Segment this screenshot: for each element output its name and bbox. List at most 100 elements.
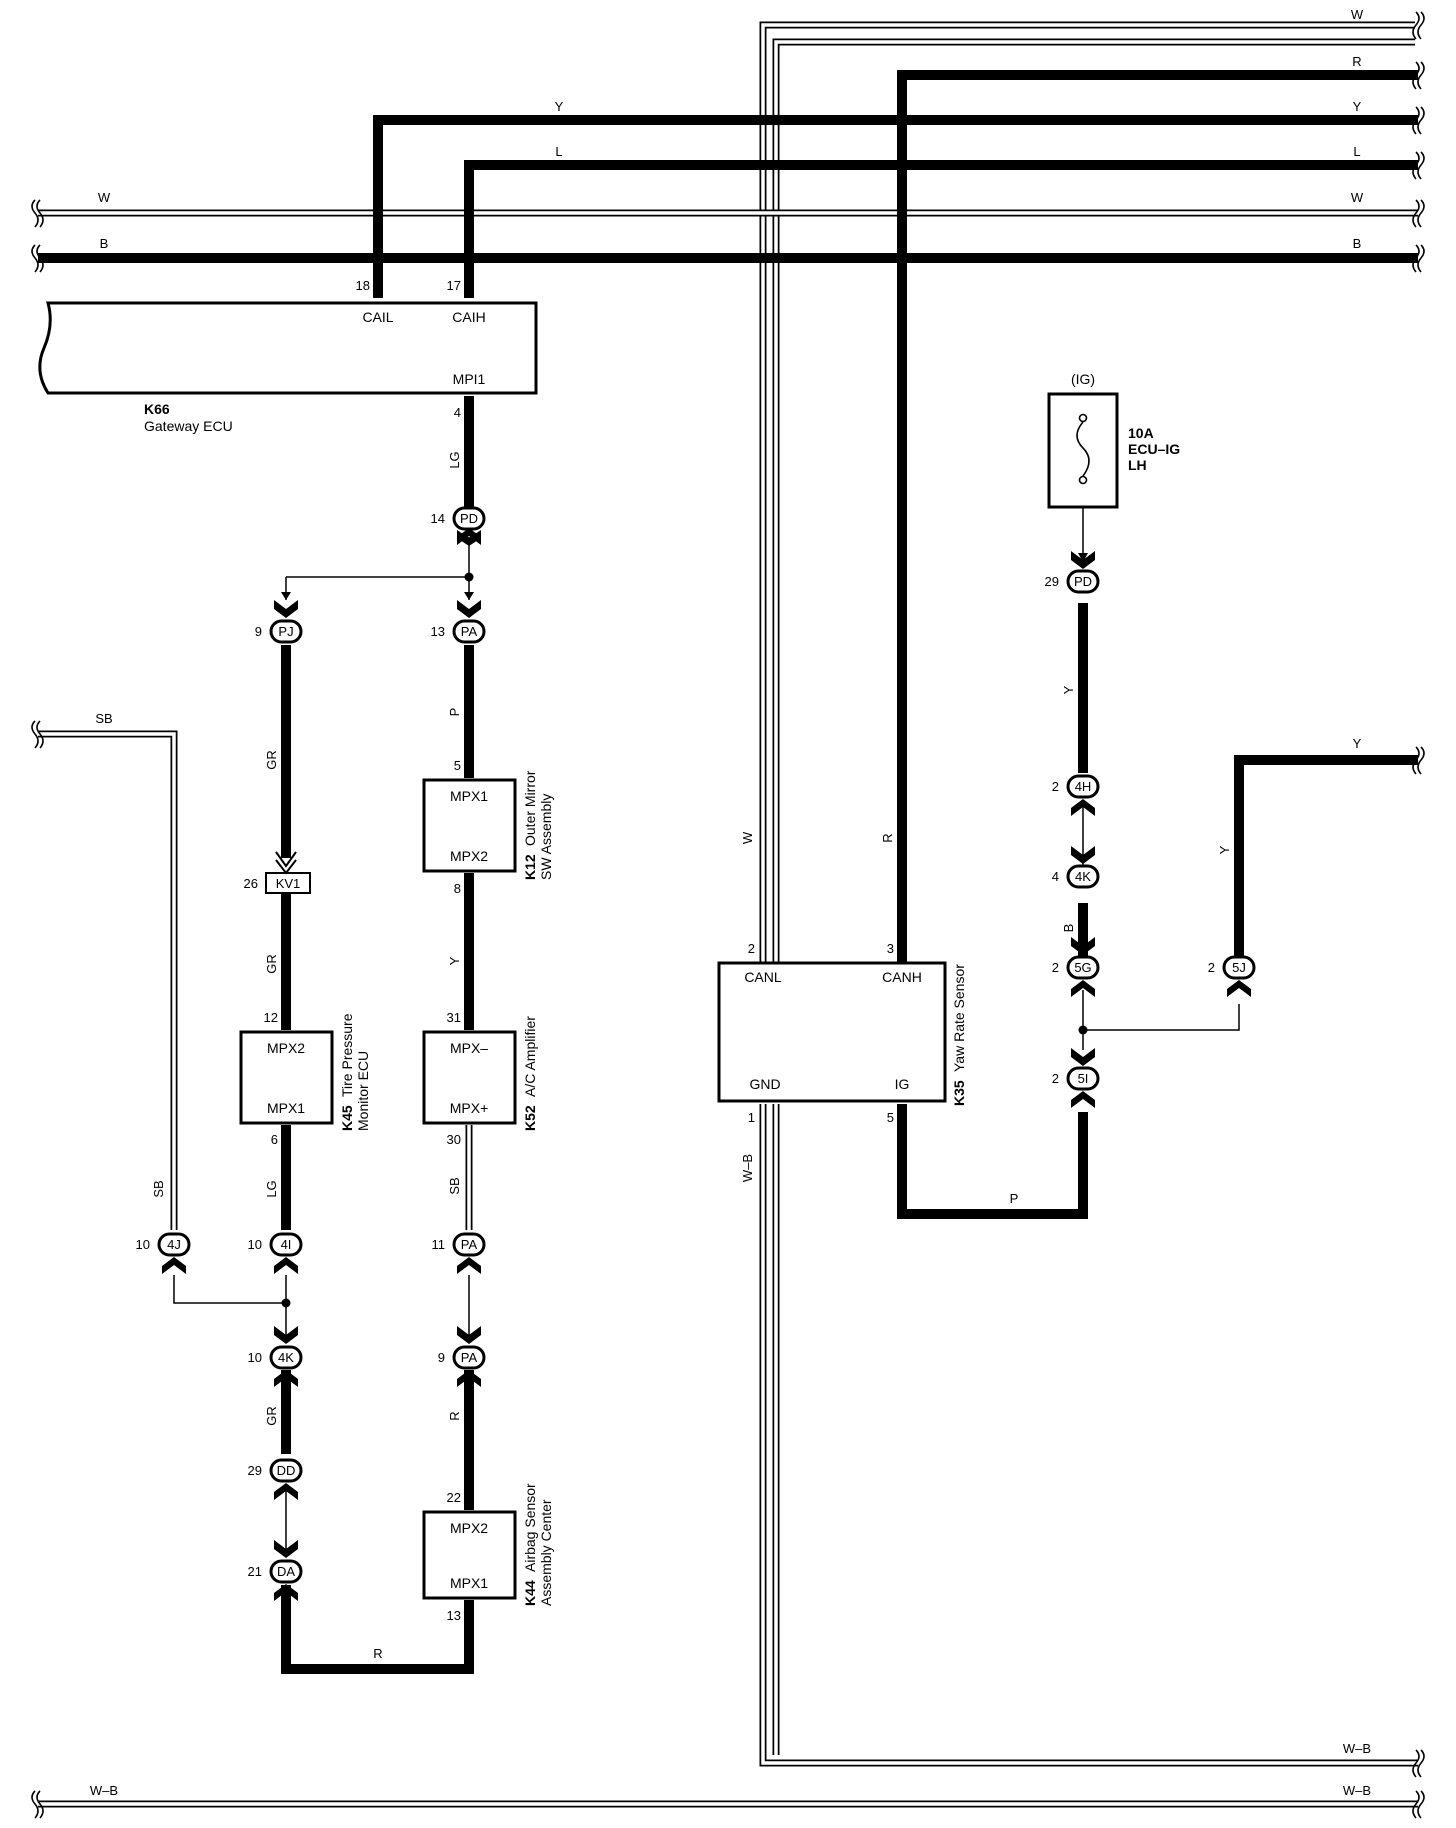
tire-pressure-ecu-box	[239, 1030, 334, 1125]
pin-number: 18	[356, 278, 370, 293]
wire-label: P	[447, 708, 462, 717]
signal-label: CAIH	[452, 309, 485, 325]
signal-label: MPX2	[450, 1520, 488, 1536]
wire-label: R	[880, 833, 895, 842]
signal-label: CANL	[744, 969, 782, 985]
connector-id: 4J	[167, 1237, 181, 1252]
connector-id: PA	[461, 1237, 478, 1252]
wire-label: B	[1353, 236, 1362, 251]
wire-top-y	[373, 115, 1418, 298]
wire-label: GR	[264, 954, 279, 974]
signal-label: MPX1	[450, 788, 488, 804]
component-name: Outer Mirror	[522, 770, 538, 846]
signal-label: MPX1	[267, 1100, 305, 1116]
component-id: K12	[522, 854, 538, 880]
wire-label: B	[1061, 924, 1076, 933]
component-name: A/C Amplifier	[522, 1016, 538, 1097]
connector-id: PJ	[278, 624, 293, 639]
connector-pin: 4	[1052, 869, 1059, 884]
connector-pin: 29	[1045, 574, 1059, 589]
junction-dot	[1078, 1025, 1088, 1035]
connector-dd-29	[269, 1458, 303, 1483]
wire-y-right	[1234, 755, 1418, 958]
fuse-icon	[1076, 413, 1090, 485]
connector-pa-11	[452, 1232, 486, 1257]
connector-id: 4K	[1075, 869, 1091, 884]
connector-pin: 29	[248, 1463, 262, 1478]
wire-label: L	[1353, 144, 1360, 159]
connector-pin: 10	[248, 1237, 262, 1252]
signal-label: MPX+	[450, 1100, 489, 1116]
wire-top-w	[759, 21, 1415, 970]
component-name: Tire Pressure	[339, 1013, 355, 1097]
wire-label: R	[373, 1646, 382, 1661]
fuse-rating: 10A	[1128, 425, 1154, 441]
wire-label: SB	[151, 1180, 166, 1197]
connector-pin: 9	[255, 624, 262, 639]
wire-label: Y	[555, 99, 564, 114]
pin-number: 22	[447, 1490, 461, 1505]
connector-pin: 2	[1052, 960, 1059, 975]
signal-label: MPI1	[453, 371, 486, 387]
signal-label: MPX2	[267, 1040, 305, 1056]
pin-number: 1	[748, 1110, 755, 1125]
component-id: K45	[339, 1105, 355, 1131]
wire-label: GR	[264, 1406, 279, 1426]
outer-mirror-sw-box	[422, 778, 517, 873]
wire-label: Y	[447, 956, 462, 965]
pin-number: 13	[447, 1608, 461, 1623]
wire-label: P	[1010, 1191, 1019, 1206]
wire-label: W–B	[1343, 1783, 1371, 1798]
wire-label: L	[555, 144, 562, 159]
fuse-name: LH	[1128, 457, 1147, 473]
wire-label: B	[100, 236, 109, 251]
component-name: Assembly Center	[538, 1499, 554, 1606]
connector-4h-2	[1066, 774, 1100, 799]
fuse-name: ECU–IG	[1128, 441, 1180, 457]
wire-label: Y	[1353, 99, 1362, 114]
connector-pin: 10	[248, 1350, 262, 1365]
connector-pin: 14	[431, 511, 445, 526]
connector-5i-2	[1066, 1066, 1100, 1091]
connector-pj-9	[269, 619, 303, 644]
fuse-source: (IG)	[1071, 371, 1095, 387]
connector-id: 4I	[281, 1237, 292, 1252]
connector-id: 5J	[1232, 960, 1246, 975]
connector-pin: 21	[248, 1564, 262, 1579]
connector-pd-29	[1066, 569, 1100, 594]
wire-label: W–B	[90, 1783, 118, 1798]
wire-top-r	[897, 70, 1418, 962]
connector-id: PD	[460, 511, 478, 526]
component-id: K52	[522, 1105, 538, 1131]
fuse-box	[1047, 392, 1119, 509]
connector-id: DA	[277, 1564, 295, 1579]
wire-thin-pd-split	[285, 537, 470, 600]
component-name: Monitor ECU	[355, 1051, 371, 1131]
gateway-ecu-box	[38, 301, 538, 395]
thin-arrows	[281, 553, 1088, 600]
connector-pin: 9	[438, 1350, 445, 1365]
connector-pin: 26	[244, 876, 258, 891]
wire-label: W–B	[1343, 1741, 1371, 1756]
connector-pin: 13	[431, 624, 445, 639]
connector-id: 5G	[1074, 960, 1091, 975]
yaw-rate-sensor-box	[717, 961, 947, 1103]
connector-pa-9	[452, 1345, 486, 1370]
wire-label: Y	[1217, 845, 1232, 854]
connector-pin: 10	[136, 1237, 150, 1252]
connector-4i-10	[269, 1232, 303, 1257]
break-marks-left	[31, 199, 44, 1819]
pin-number: 5	[887, 1110, 894, 1125]
wire-thin-5g-5i	[1082, 990, 1240, 1050]
connector-id: 4H	[1075, 779, 1092, 794]
connector-4j-10	[157, 1232, 191, 1257]
pin-number: 17	[447, 278, 461, 293]
connector-pin: 2	[1208, 960, 1215, 975]
wire-label: R	[447, 1411, 462, 1420]
wire-label: Y	[1061, 685, 1076, 694]
wire-label: W	[1351, 7, 1364, 22]
connector-pin: 2	[1052, 1071, 1059, 1086]
pin-number: 5	[454, 758, 461, 773]
connector-id: KV1	[276, 876, 301, 891]
wire-label: LG	[264, 1180, 279, 1197]
